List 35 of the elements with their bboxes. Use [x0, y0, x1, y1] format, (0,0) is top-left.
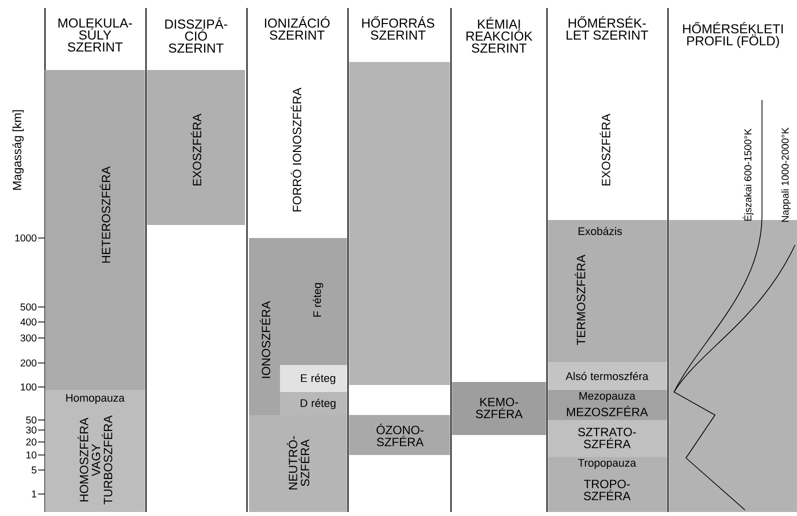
- node-label: NEUTRÓ- SZFÉRA: [286, 436, 310, 490]
- curve-label: Nappali 1000-2000°K: [781, 128, 791, 222]
- layer-band: NEUTRÓ- SZFÉRA: [249, 415, 347, 512]
- layer-band: KEMO- SZFÉRA: [452, 382, 546, 435]
- tick-label: 50: [26, 416, 36, 424]
- layer-band: Mezopauza MEZOSZFÉRA: [548, 390, 667, 420]
- layer-band: IONOSZFÉRA: [249, 238, 280, 415]
- node-label: D réteg: [300, 398, 336, 410]
- column-heading: HŐMÉRSÉKLETI PROFIL (FÖLD): [683, 22, 783, 48]
- layer-band: [349, 62, 450, 385]
- column-heading: DISSZIPÁ- CIÓ SZERINT: [165, 17, 228, 53]
- layer-name: FORRÓ IONOSZFÉRA: [290, 88, 302, 212]
- layer-band: Alsó termoszféra: [548, 362, 667, 390]
- column-heading: IONIZÁCIÓ SZERINT: [265, 16, 330, 40]
- layer-band: EXOSZFÉRA: [147, 70, 245, 225]
- column-heading: HŐFORRÁS SZERINT: [362, 16, 434, 40]
- layer-band: ÓZONO- SZFÉRA: [349, 415, 450, 455]
- layer-band: SZTRATO- SZFÉRA: [548, 420, 667, 457]
- curve-label: Éjszakai 600-1500°K: [742, 128, 754, 221]
- layer-band: F réteg: [280, 238, 347, 365]
- tick-label: 100: [20, 383, 36, 391]
- column-heading: HŐMÉRSÉK- LET SZERINT: [566, 16, 648, 40]
- layer-band: HETEROSZFÉRA: [45, 70, 145, 390]
- column-heading: MOLEKULA- SÚLY SZERINT: [58, 18, 132, 52]
- layer-band: Tropopauza TROPO- SZFÉRA: [548, 457, 667, 512]
- layer-name: EXOSZFÉRA: [600, 114, 610, 186]
- column-heading: KÉMIAI REAKCIÓK SZERINT: [466, 17, 532, 53]
- node-label: IONOSZFÉRA: [260, 301, 270, 378]
- layer-band: Exobázis TERMOSZFÉRA: [548, 220, 667, 362]
- tick-label: 200: [20, 359, 36, 367]
- layer-band: Homopauza HOMOSZFÉRA VAGY TURBOSZFÉRA: [45, 390, 145, 512]
- layer-band: E réteg: [280, 365, 347, 392]
- axis-label: Magasság [km]: [12, 110, 24, 190]
- node-label: F réteg: [312, 283, 324, 317]
- layer-band: D réteg: [280, 392, 347, 415]
